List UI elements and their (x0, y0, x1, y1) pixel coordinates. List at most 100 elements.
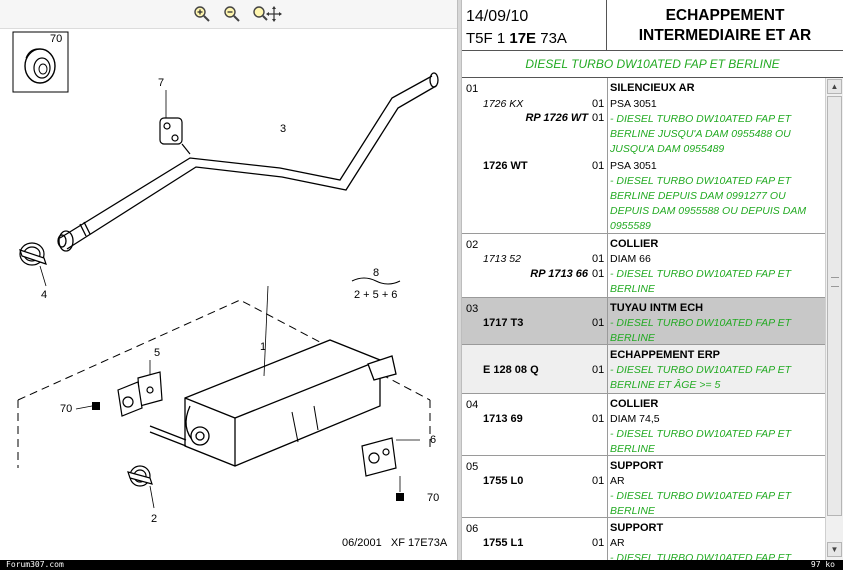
header-divider (606, 0, 607, 50)
kit-8-formula (351, 277, 401, 285)
part-code: 1713 52 (483, 253, 521, 265)
part-description: AR - DIESEL TURBO DW10ATED FAP ET (610, 536, 820, 560)
plate-ref-bold: 17E (509, 30, 537, 47)
part-name: SILENCIEUX AR (610, 82, 695, 94)
part-description: - DIESEL TURBO DW10ATED FAP ET BERLINE (610, 316, 820, 346)
plate-ref-prefix: T5F 1 (466, 30, 510, 47)
part-applicability: - DIESEL TURBO DW10ATED FAP ET BERLINE (610, 268, 792, 295)
part-name: SUPPORT (610, 460, 664, 472)
part-reference[interactable]: 1755 L1 (483, 537, 524, 549)
part-qty: 01 (592, 364, 605, 376)
rubber-mount-70-left (75, 402, 100, 410)
file-size: 97 ko (810, 560, 835, 569)
scroll-down-icon[interactable]: ▼ (827, 542, 842, 557)
parts-table: 01 SILENCIEUX AR 1726 KX RP 1726 WT 01 0… (462, 78, 825, 560)
support-part-5 (117, 360, 163, 417)
part-name: SUPPORT (610, 522, 664, 534)
callout-70-right: 70 (427, 492, 439, 504)
part-qty: 01 (592, 112, 605, 124)
part-qty: 01 (592, 160, 605, 172)
row-index: 06 (466, 523, 479, 535)
hanger-part-7 (159, 90, 191, 155)
part-reference[interactable]: E 128 08 Q (483, 364, 539, 376)
callout-3: 3 (280, 123, 286, 135)
watermark-bar: Forum307.com 97 ko (0, 560, 843, 570)
row-index: 03 (466, 303, 479, 315)
part-spec: DIAM 74,5 (610, 413, 660, 425)
part-description: - DIESEL TURBO DW10ATED FAP ET BERLINE E… (610, 363, 820, 393)
support-part-6 (361, 437, 420, 477)
part-spec: PSA 3051 (610, 160, 657, 172)
table-row[interactable]: 05 SUPPORT 1755 L0 01 AR - DIESEL TURBO … (462, 456, 825, 518)
zoom-in-icon[interactable] (192, 5, 212, 23)
table-row-selected[interactable]: 03 TUYAU INTM ECH 1717 T3 01 - DIESEL TU… (462, 298, 825, 345)
row-index: 02 (466, 239, 479, 251)
part-spec: AR (610, 537, 625, 549)
part-qty: 01 (592, 253, 605, 265)
callout-70-top: 70 (50, 33, 62, 45)
intermediate-pipe-part-3 (57, 72, 439, 252)
part-applicability: - DIESEL TURBO DW10ATED FAP ET BERLINE (610, 428, 792, 455)
drawing-panel: 70 7 3 4 8 2 + 5 + 6 5 1 70 6 70 2 06/20… (0, 0, 457, 549)
parts-list-scrollbar[interactable]: ▲ ▼ (825, 78, 843, 560)
callout-1: 1 (260, 341, 266, 353)
part-spec: DIAM 66 (610, 253, 651, 265)
part-reference[interactable]: RP 1726 WT (525, 112, 588, 124)
part-qty: 01 (592, 98, 605, 110)
part-reference[interactable]: RP 1713 66 (530, 268, 588, 280)
catalog-date: 14/09/10 (466, 8, 529, 25)
drawing-reference: 06/2001 XF 17E73A (342, 537, 448, 549)
zoom-toolbar (0, 0, 457, 29)
row-index: 01 (466, 83, 479, 95)
part-reference[interactable]: 1717 T3 (483, 317, 524, 329)
part-applicability: - DIESEL TURBO DW10ATED FAP ET BERLINE (610, 317, 792, 344)
part-reference[interactable]: 1713 69 (483, 413, 523, 425)
page-header: 14/09/10 T5F 1 17E 73A ECHAPPEMENT INTER… (462, 0, 843, 51)
page-title: ECHAPPEMENT INTERMEDIAIRE ET AR (607, 6, 843, 46)
plate-reference: T5F 1 17E 73A (466, 30, 567, 47)
forum-watermark: Forum307.com (6, 560, 64, 569)
part-spec: PSA 3051 (610, 98, 657, 110)
panel-splitter[interactable] (457, 0, 462, 560)
part-qty: 01 (592, 475, 605, 487)
part-description: PSA 3051 - DIESEL TURBO DW10ATED FAP ET … (610, 97, 820, 157)
zoom-pan-icon[interactable] (252, 5, 282, 23)
part-qty: 01 (592, 537, 605, 549)
callout-7: 7 (158, 77, 164, 89)
callout-8: 8 (373, 267, 379, 279)
zoom-out-icon[interactable] (222, 5, 242, 23)
part-qty: 01 (592, 317, 605, 329)
assembly-boundary (17, 299, 431, 468)
part-applicability: - DIESEL TURBO DW10ATED FAP ET BERLINE E… (610, 364, 792, 391)
callout-4: 4 (41, 289, 47, 301)
callout-5: 5 (154, 347, 160, 359)
table-row[interactable]: ECHAPPEMENT ERP E 128 08 Q 01 - DIESEL T… (462, 345, 825, 394)
part-reference[interactable]: 1755 L0 (483, 475, 524, 487)
part-qty: 01 (592, 413, 605, 425)
table-row[interactable]: 06 SUPPORT 1755 L1 01 AR - DIESEL TURBO … (462, 518, 825, 560)
part-qty: 01 (592, 268, 605, 280)
grip-icon (831, 277, 839, 287)
callout-6: 6 (430, 434, 436, 446)
table-row[interactable]: 02 COLLIER 1713 52 RP 1713 66 01 01 DIAM… (462, 234, 825, 298)
part-applicability: - DIESEL TURBO DW10ATED FAP ET BERLINE J… (610, 113, 792, 155)
table-row[interactable]: 04 COLLIER 1713 69 01 DIAM 74,5 - DIESEL… (462, 394, 825, 456)
part-name: ECHAPPEMENT ERP (610, 349, 721, 361)
scroll-up-icon[interactable]: ▲ (827, 79, 842, 94)
clamp-part-2 (127, 465, 155, 509)
part-description: DIAM 74,5 - DIESEL TURBO DW10ATED FAP ET… (610, 412, 820, 457)
part-applicability: - DIESEL TURBO DW10ATED FAP ET (610, 552, 792, 560)
table-row[interactable]: 01 SILENCIEUX AR 1726 KX RP 1726 WT 01 0… (462, 78, 825, 234)
callout-8-formula: 2 + 5 + 6 (354, 289, 397, 301)
part-name: COLLIER (610, 238, 659, 250)
part-reference[interactable]: 1726 WT (483, 160, 528, 172)
rubber-mount-70-right (396, 476, 404, 501)
part-spec: AR (610, 475, 625, 487)
page-title-line2: INTERMEDIAIRE ET AR (638, 27, 812, 44)
part-70-inset (12, 31, 69, 93)
vehicle-filter: DIESEL TURBO DW10ATED FAP ET BERLINE (462, 51, 843, 78)
page-title-line1: ECHAPPEMENT (665, 7, 785, 24)
part-description: AR - DIESEL TURBO DW10ATED FAP ET BERLIN… (610, 474, 820, 519)
scrollbar-thumb[interactable] (827, 96, 842, 516)
